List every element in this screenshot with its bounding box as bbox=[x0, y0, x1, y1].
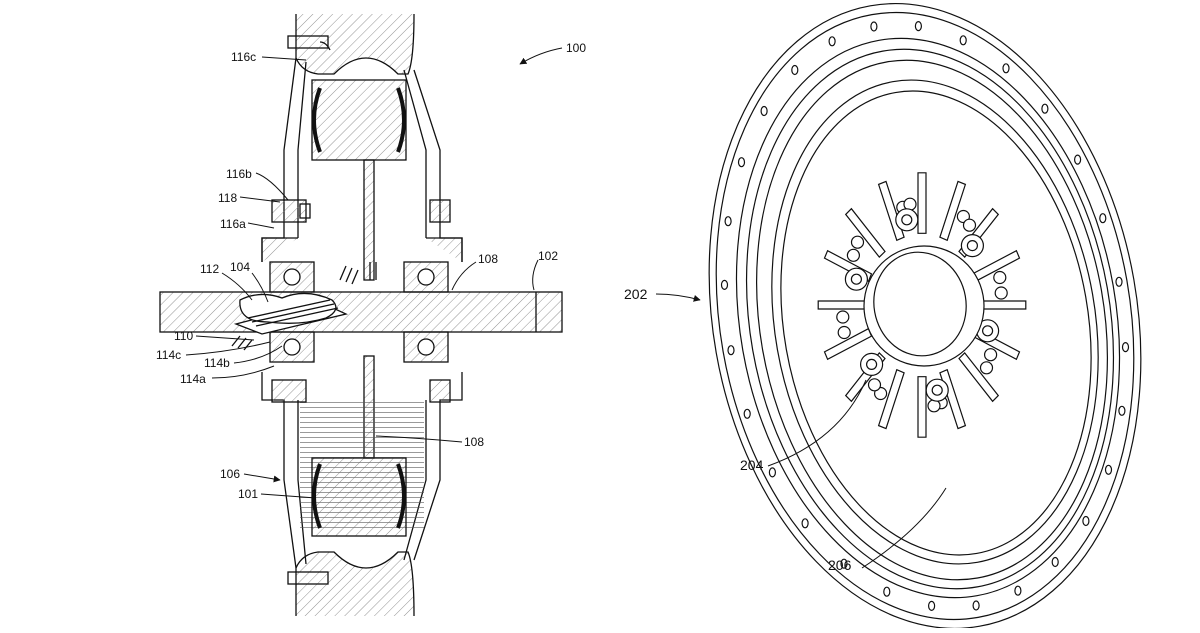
flange-bolt-holes bbox=[720, 21, 1130, 612]
bearings bbox=[269, 261, 449, 363]
bolt-hole bbox=[737, 157, 746, 168]
left-leader-lines bbox=[185, 47, 563, 499]
bolt-hole bbox=[1099, 213, 1107, 224]
label-118: 118 bbox=[218, 191, 237, 205]
bolt-hole bbox=[760, 105, 768, 117]
bolt-hole bbox=[1051, 556, 1059, 568]
spoke bbox=[873, 368, 905, 430]
label-106: 106 bbox=[220, 467, 240, 481]
label-101: 101 bbox=[238, 487, 258, 501]
bolt-hole bbox=[724, 216, 732, 227]
bolt-hole bbox=[1082, 515, 1090, 527]
bolt-hole bbox=[743, 408, 751, 419]
label-114c: 114c bbox=[156, 348, 181, 362]
hub bbox=[863, 245, 985, 367]
spoke bbox=[977, 286, 1027, 310]
bolt-hole bbox=[1041, 103, 1049, 114]
hub-boss bbox=[960, 234, 985, 258]
bolt-hole bbox=[914, 21, 923, 32]
bolt-hole bbox=[840, 558, 848, 569]
shaft bbox=[159, 265, 563, 351]
label-116c: 116c bbox=[231, 50, 256, 64]
label-112: 112 bbox=[200, 262, 219, 276]
right-leader-lines bbox=[655, 293, 947, 569]
label-102: 102 bbox=[538, 249, 558, 263]
hub-boss-hole bbox=[981, 325, 994, 337]
label-204: 204 bbox=[740, 457, 764, 473]
spoke bbox=[817, 300, 867, 324]
hub-boss-hole bbox=[865, 358, 878, 370]
spoke bbox=[958, 352, 1000, 403]
disc-perspective-view bbox=[708, 3, 1142, 629]
bolt-hole bbox=[727, 345, 735, 356]
spoke bbox=[939, 180, 971, 242]
hub-boss-hole bbox=[931, 384, 943, 396]
bolt-hole bbox=[1073, 154, 1082, 165]
bolt-hole bbox=[927, 600, 936, 612]
spoke bbox=[844, 207, 886, 258]
bolt-hole bbox=[1118, 405, 1126, 416]
winding-top bbox=[311, 79, 407, 161]
hub-boss-hole bbox=[850, 273, 863, 285]
label-202: 202 bbox=[624, 286, 648, 302]
hub-boss-hole bbox=[966, 240, 979, 252]
bolt-hole bbox=[959, 35, 967, 46]
bolt-hole bbox=[870, 21, 878, 32]
left-labels: 100 116c 116b 118 116a 112 104 108 102 1… bbox=[156, 41, 586, 501]
winding-bottom bbox=[300, 400, 424, 537]
bolt-hole bbox=[801, 518, 809, 529]
label-114b: 114b bbox=[204, 356, 230, 370]
spoke bbox=[971, 249, 1021, 285]
label-104: 104 bbox=[230, 260, 250, 274]
label-108-mid: 108 bbox=[464, 435, 484, 449]
inner-face bbox=[771, 79, 1099, 565]
bolt-hole bbox=[1002, 63, 1010, 74]
label-116a: 116a bbox=[220, 217, 246, 231]
bolt-hole bbox=[1115, 276, 1123, 287]
right-labels: 202 204 206 bbox=[624, 286, 852, 573]
label-108-top: 108 bbox=[478, 252, 498, 266]
hub-boss bbox=[844, 267, 869, 291]
bolt-hole bbox=[791, 64, 799, 76]
top-rim bbox=[287, 13, 415, 75]
label-110: 110 bbox=[174, 329, 193, 343]
label-116b: 116b bbox=[226, 167, 252, 181]
spoke bbox=[823, 325, 873, 361]
hub-boss bbox=[859, 352, 884, 376]
bolt-hole bbox=[768, 467, 777, 478]
side-bolts bbox=[271, 199, 451, 403]
bolt-hole bbox=[1121, 342, 1130, 353]
outer-flange bbox=[708, 3, 1142, 629]
bolt-hole bbox=[828, 36, 836, 47]
hub-spokes bbox=[817, 172, 1027, 438]
bolt-hole bbox=[720, 279, 729, 290]
label-100: 100 bbox=[566, 41, 586, 55]
bolt-hole bbox=[972, 600, 980, 611]
hub-boss-hole bbox=[901, 214, 913, 226]
bottom-rim bbox=[287, 551, 415, 617]
bolt-hole bbox=[883, 586, 891, 597]
label-206: 206 bbox=[828, 557, 852, 573]
hub-boss bbox=[925, 378, 949, 402]
spoke bbox=[917, 376, 941, 438]
label-114a: 114a bbox=[180, 372, 206, 386]
bolt-hole bbox=[1104, 464, 1113, 475]
bolt-hole bbox=[1014, 585, 1022, 596]
cross-section-view bbox=[159, 13, 563, 617]
hub-boss bbox=[895, 208, 919, 232]
